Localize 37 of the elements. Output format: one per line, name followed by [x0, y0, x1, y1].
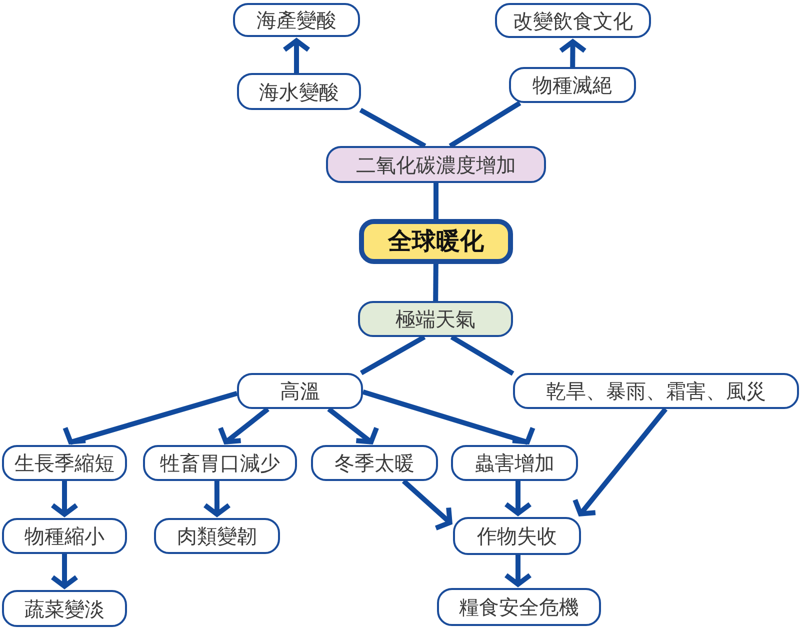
process-box: 冬季太暖	[311, 445, 438, 481]
process-box: 改變飲食文化	[495, 3, 651, 38]
process-box: 物種縮小	[2, 518, 127, 554]
connector-line	[360, 334, 426, 376]
arrow	[50, 554, 79, 589]
process-box: 蟲害增加	[451, 445, 578, 481]
process-box: 作物失收	[453, 517, 581, 555]
process-box: 海水變酸	[237, 73, 361, 110]
arrow	[327, 407, 380, 444]
process-box: 高溫	[237, 373, 363, 409]
process-box: 極端天氣	[358, 301, 513, 337]
connector-line	[448, 100, 522, 148]
connector-line	[450, 334, 514, 376]
process-box: 二氧化碳濃度增加	[326, 146, 546, 183]
arrow	[558, 39, 588, 68]
process-box: 乾旱、暴雨、霜害、風災	[513, 373, 799, 409]
process-box: 蔬菜變淡	[2, 590, 127, 627]
connector-line	[433, 264, 438, 302]
process-box: 海產變酸	[233, 3, 360, 37]
arrow	[50, 481, 79, 517]
arrow	[282, 38, 311, 73]
central-box: 全球暖化	[359, 219, 513, 264]
process-box: 牲畜胃口減少	[143, 445, 297, 481]
arrow	[62, 391, 238, 445]
arrow	[504, 481, 532, 516]
arrow	[202, 481, 232, 517]
process-box: 糧食安全危機	[437, 588, 601, 626]
arrow	[362, 390, 536, 445]
connector-line	[359, 108, 426, 148]
arrow	[572, 407, 668, 516]
process-box: 物種滅絕	[509, 67, 636, 103]
arrow	[504, 555, 532, 587]
arrow	[218, 407, 270, 444]
connector-line	[434, 183, 438, 219]
process-box: 生長季縮短	[2, 445, 127, 481]
arrow	[402, 479, 452, 531]
process-box: 肉類變韌	[154, 518, 280, 554]
